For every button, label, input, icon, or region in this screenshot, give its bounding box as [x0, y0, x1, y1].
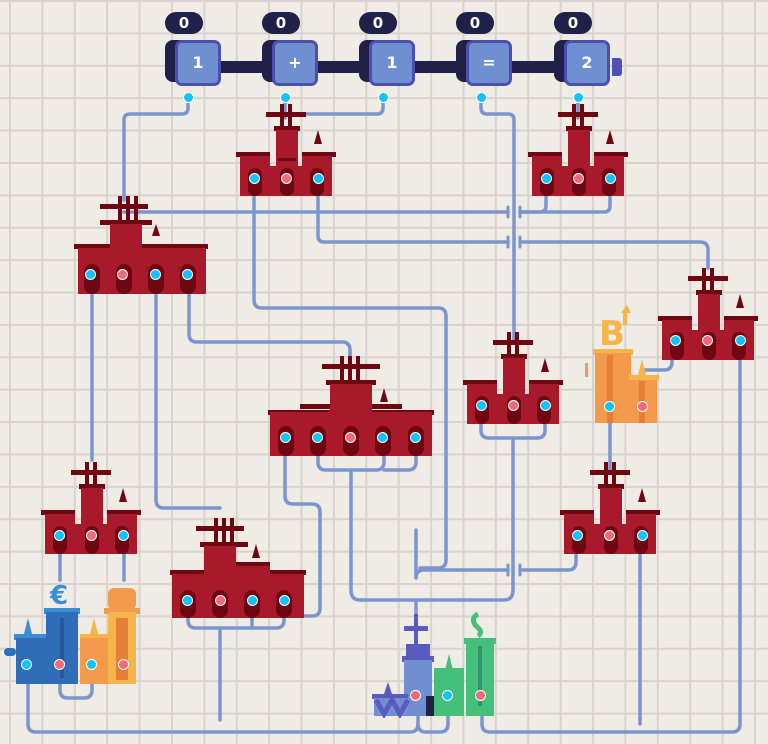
cell-counter: 0 — [165, 12, 203, 34]
input-port[interactable] — [85, 269, 96, 280]
purple-green-hub[interactable] — [366, 608, 498, 718]
orange-bitcoin-building[interactable]: B — [585, 305, 660, 425]
output-port[interactable] — [281, 173, 292, 184]
tape-cell[interactable]: 0 = — [456, 10, 514, 90]
bitcoin-tower-icon: B — [585, 305, 659, 423]
output-port[interactable] — [345, 432, 356, 443]
output-port[interactable] — [702, 335, 713, 346]
cell-counter: 0 — [262, 12, 300, 34]
castle-top-right[interactable] — [528, 100, 628, 196]
castle-left[interactable] — [74, 192, 208, 294]
output-port[interactable] — [604, 530, 615, 541]
input-port[interactable] — [476, 400, 487, 411]
output-port[interactable] — [508, 400, 519, 411]
cell-counter: 0 — [456, 12, 494, 34]
castle-mid-right[interactable] — [463, 328, 563, 424]
input-port[interactable] — [118, 530, 129, 541]
input-port[interactable] — [377, 432, 388, 443]
output-port[interactable] — [54, 659, 65, 670]
input-port[interactable] — [21, 659, 32, 670]
euro-blue-orange-building[interactable]: € — [4, 578, 140, 684]
input-port[interactable] — [541, 173, 552, 184]
input-port[interactable] — [279, 595, 290, 606]
input-port[interactable] — [410, 432, 421, 443]
input-port[interactable] — [670, 335, 681, 346]
cell-symbol[interactable]: 1 — [175, 40, 221, 86]
castle-lower-mid[interactable] — [170, 514, 306, 618]
castle-top-mid[interactable] — [236, 100, 336, 196]
tape-endcap — [612, 58, 622, 76]
svg-text:B: B — [599, 314, 625, 354]
tape-cell[interactable]: 0 1 — [165, 10, 223, 90]
cell-symbol[interactable]: = — [466, 40, 512, 86]
tape-output-port[interactable] — [378, 92, 389, 103]
cell-counter: 0 — [554, 12, 592, 34]
cell-counter: 0 — [359, 12, 397, 34]
svg-text:€: € — [49, 581, 68, 611]
output-port[interactable] — [475, 690, 486, 701]
input-port[interactable] — [637, 530, 648, 541]
input-port[interactable] — [247, 595, 258, 606]
cell-symbol[interactable]: 1 — [369, 40, 415, 86]
input-port[interactable] — [54, 530, 65, 541]
tape-cell[interactable]: 0 + — [262, 10, 320, 90]
hub-tower-icon — [372, 611, 496, 718]
input-port[interactable] — [605, 173, 616, 184]
input-port[interactable] — [604, 401, 615, 412]
input-port[interactable] — [735, 335, 746, 346]
input-port[interactable] — [540, 400, 551, 411]
formula-tape: 0 1 0 + 0 1 0 = 0 2 — [165, 10, 625, 90]
output-port[interactable] — [118, 659, 129, 670]
output-port[interactable] — [573, 173, 584, 184]
output-port[interactable] — [215, 595, 226, 606]
castle-icon — [41, 462, 141, 554]
input-port[interactable] — [182, 595, 193, 606]
input-port[interactable] — [182, 269, 193, 280]
input-port[interactable] — [249, 173, 260, 184]
tape-output-port[interactable] — [476, 92, 487, 103]
input-port[interactable] — [572, 530, 583, 541]
input-port[interactable] — [313, 173, 324, 184]
wire — [122, 96, 190, 202]
tape-output-port[interactable] — [183, 92, 194, 103]
castle-lower-left[interactable] — [41, 458, 141, 554]
output-port[interactable] — [86, 530, 97, 541]
input-port[interactable] — [442, 690, 453, 701]
castle-right[interactable] — [658, 264, 758, 360]
tape-cell[interactable]: 0 2 — [554, 10, 612, 90]
input-port[interactable] — [312, 432, 323, 443]
tape-output-port[interactable] — [573, 92, 584, 103]
output-port[interactable] — [410, 690, 421, 701]
cell-symbol[interactable]: 2 — [564, 40, 610, 86]
input-port[interactable] — [150, 269, 161, 280]
output-port[interactable] — [117, 269, 128, 280]
cell-symbol[interactable]: + — [272, 40, 318, 86]
castle-center-large[interactable] — [268, 352, 434, 456]
tape-output-port[interactable] — [280, 92, 291, 103]
tape-cell[interactable]: 0 1 — [359, 10, 417, 90]
input-port[interactable] — [280, 432, 291, 443]
output-port[interactable] — [637, 401, 648, 412]
input-port[interactable] — [86, 659, 97, 670]
castle-lower-right[interactable] — [560, 458, 660, 554]
